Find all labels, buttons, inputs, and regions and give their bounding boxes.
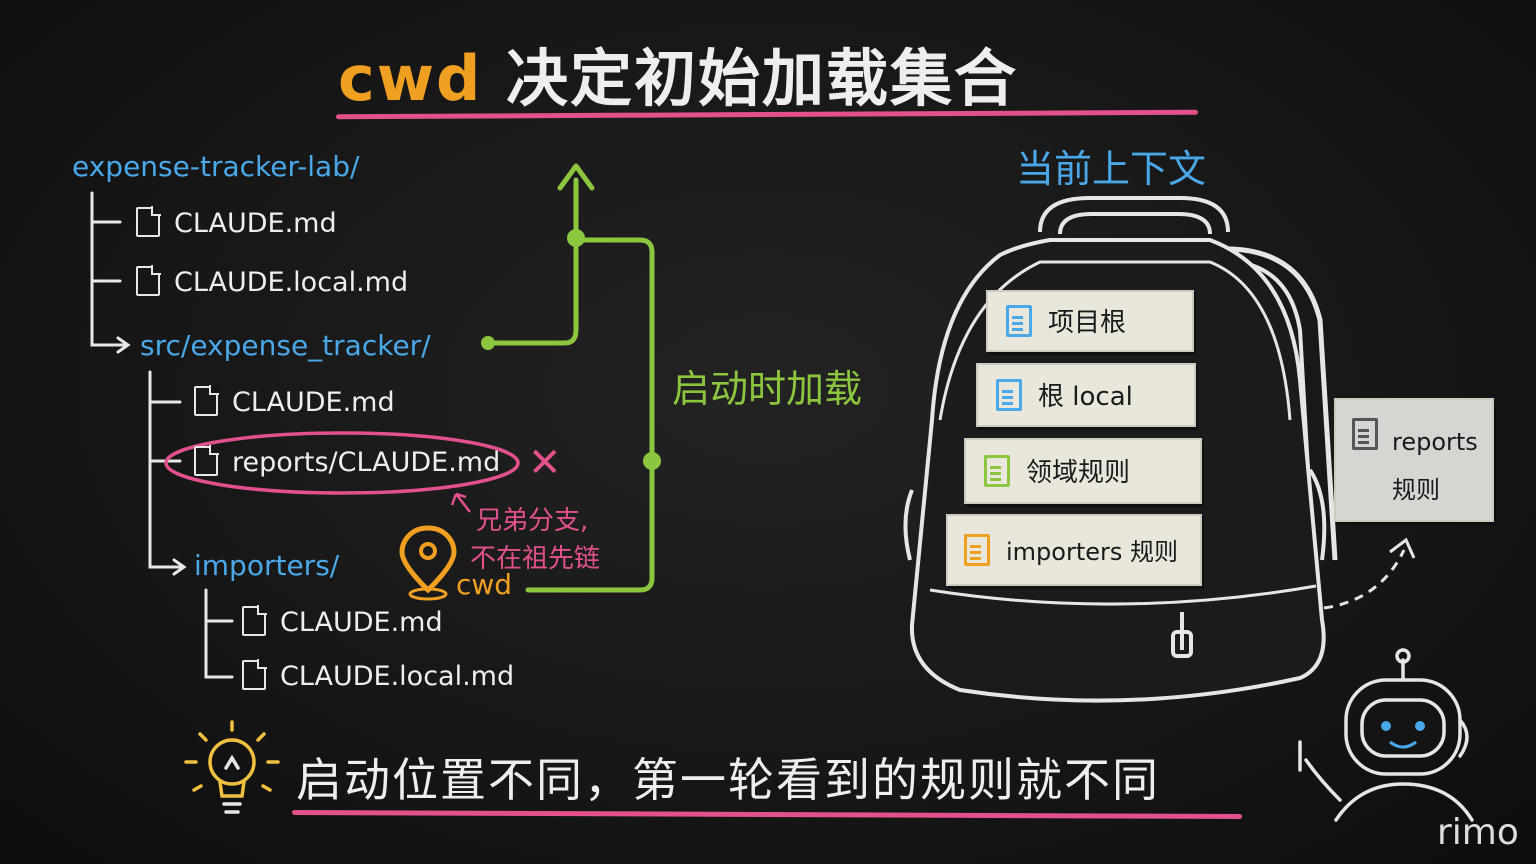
doc-icon bbox=[964, 534, 990, 566]
excluded-cross-icon: ✕ bbox=[528, 440, 562, 486]
load-at-startup-label: 启动时加载 bbox=[672, 367, 863, 411]
lightbulb-icon bbox=[184, 720, 280, 814]
dir-root: expense-tracker-lab/ bbox=[72, 150, 360, 183]
file-label: CLAUDE.md bbox=[280, 607, 443, 638]
dir-src: src/expense_tracker/ bbox=[140, 329, 431, 362]
card-label: importers 规则 bbox=[1006, 538, 1179, 566]
doc-icon bbox=[996, 379, 1022, 411]
context-card-root-local: 根 local bbox=[976, 363, 1196, 427]
doc-icon bbox=[1352, 418, 1378, 450]
sibling-note-line1: 兄弟分支, bbox=[476, 506, 589, 536]
summary-text: 启动位置不同，第一轮看到的规则就不同 bbox=[296, 753, 1160, 807]
card-label: 根 local bbox=[1038, 382, 1133, 412]
file-icon bbox=[136, 265, 161, 296]
cwd-label: cwd bbox=[456, 568, 513, 601]
file-label: CLAUDE.md bbox=[174, 208, 337, 239]
excluded-card-line2: 规则 bbox=[1392, 476, 1440, 504]
excluded-card-line1: reports bbox=[1392, 428, 1478, 456]
context-card-domain-rules: 领域规则 bbox=[964, 438, 1202, 504]
file-label: reports/CLAUDE.md bbox=[232, 447, 501, 478]
file-importers-claude-local: CLAUDE.local.md bbox=[242, 659, 515, 692]
file-importers-claude: CLAUDE.md bbox=[242, 605, 443, 638]
doc-icon bbox=[984, 455, 1010, 487]
file-root-claude: CLAUDE.md bbox=[136, 206, 337, 239]
watermark: rimo bbox=[1437, 812, 1519, 853]
file-label: CLAUDE.local.md bbox=[280, 661, 515, 692]
file-icon bbox=[242, 605, 267, 636]
context-card-project-root: 项目根 bbox=[986, 290, 1194, 352]
title-rest: 决定初始加载集合 bbox=[506, 42, 1019, 115]
file-root-claude-local: CLAUDE.local.md bbox=[136, 265, 409, 298]
title-cwd: cwd bbox=[338, 42, 483, 115]
location-pin-icon bbox=[399, 525, 457, 601]
file-reports-claude: reports/CLAUDE.md bbox=[194, 445, 501, 478]
file-icon bbox=[194, 445, 219, 476]
dir-importers: importers/ bbox=[194, 549, 340, 582]
file-label: CLAUDE.local.md bbox=[174, 267, 409, 298]
card-label: 领域规则 bbox=[1026, 458, 1131, 488]
doc-icon bbox=[1006, 305, 1032, 337]
page-title: cwd 决定初始加载集合 bbox=[338, 28, 1018, 118]
file-icon bbox=[194, 385, 219, 416]
robot-icon bbox=[1298, 648, 1474, 822]
excluded-reports-card: reports 规则 bbox=[1334, 398, 1494, 522]
file-icon bbox=[242, 659, 267, 690]
context-card-importers-rules: importers 规则 bbox=[946, 514, 1202, 586]
sibling-note-line2: 不在祖先链 bbox=[470, 544, 601, 574]
file-label: CLAUDE.md bbox=[232, 387, 395, 418]
file-icon bbox=[136, 206, 161, 237]
card-label: 项目根 bbox=[1048, 308, 1127, 338]
context-label: 当前上下文 bbox=[1016, 147, 1207, 191]
file-src-claude: CLAUDE.md bbox=[194, 385, 395, 418]
